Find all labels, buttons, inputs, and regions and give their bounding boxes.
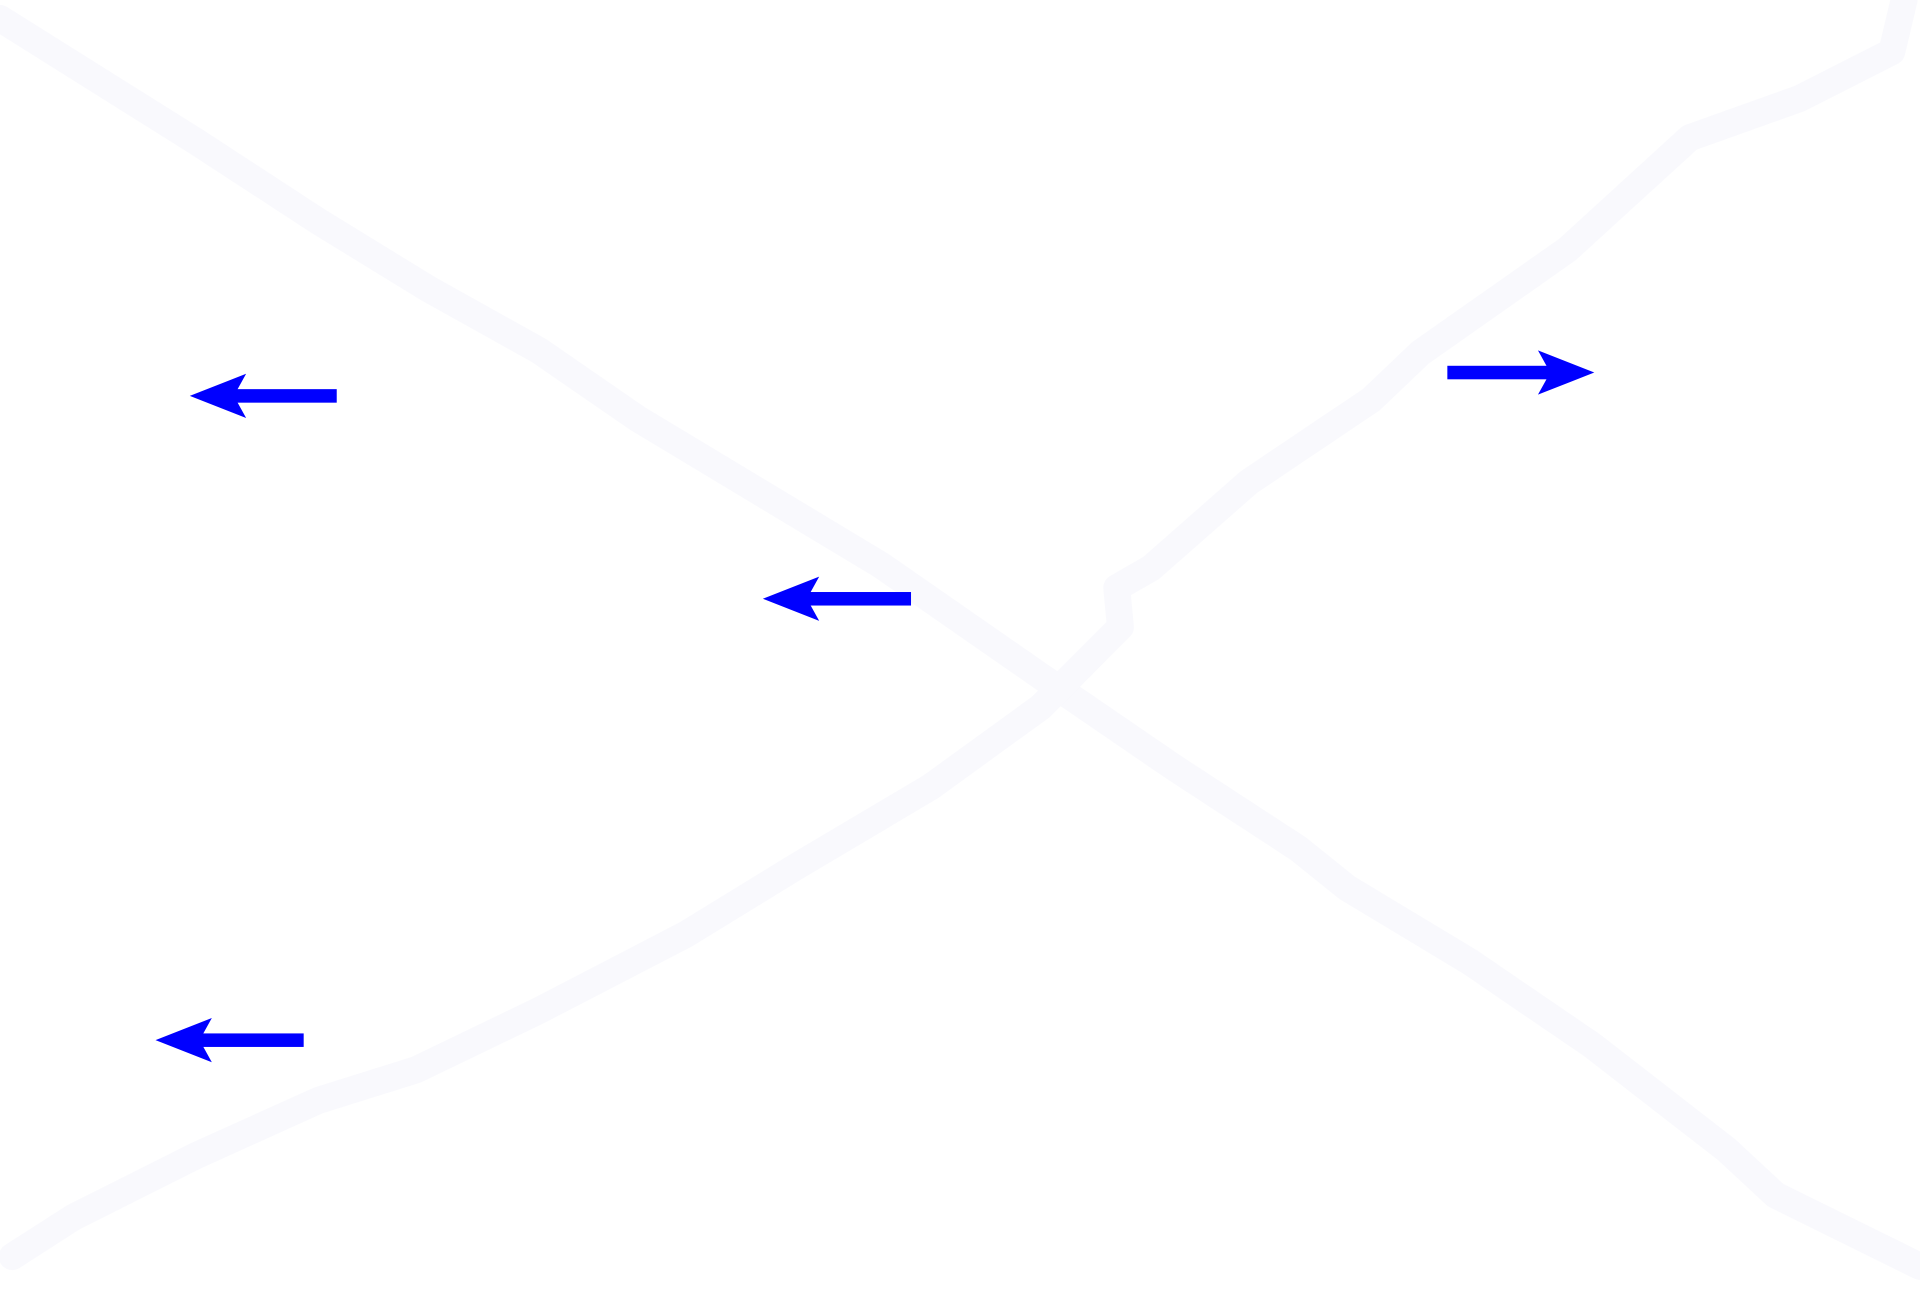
arrow-head bbox=[189, 373, 247, 419]
arrow-shaft bbox=[805, 592, 912, 606]
arrow-head bbox=[1537, 350, 1595, 395]
arrow-shaft bbox=[1447, 365, 1552, 380]
arrow-right-icon bbox=[1447, 350, 1595, 395]
arrow-shaft bbox=[198, 1033, 304, 1047]
arrow-shaft bbox=[232, 389, 337, 403]
arrow-head bbox=[762, 576, 820, 621]
arrow-left-icon bbox=[189, 373, 337, 419]
arrow-left-icon bbox=[762, 576, 912, 621]
descending-curve bbox=[0, 4, 1920, 1280]
arrow-left-icon bbox=[155, 1018, 304, 1063]
arrow-head bbox=[155, 1018, 212, 1063]
